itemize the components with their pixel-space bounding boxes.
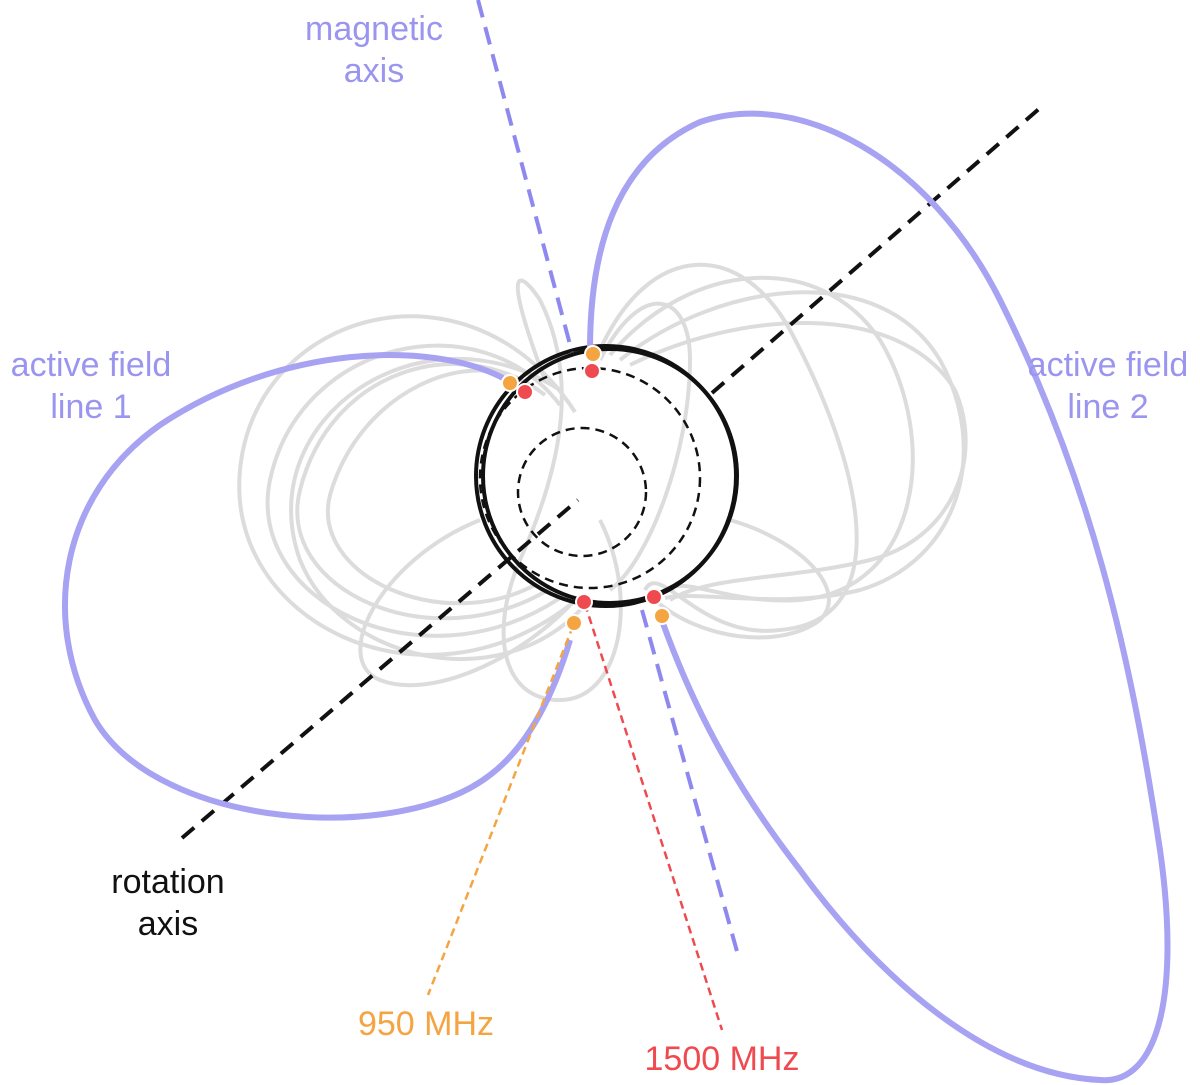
950mhz-label: 950 MHz xyxy=(358,1005,494,1043)
rotation-axis-label-line1: rotation xyxy=(111,863,224,901)
emission-point-1500-3 xyxy=(575,593,593,611)
magnetic-axis-label-line1: magnetic xyxy=(305,10,443,48)
active-field-line-1-label-line2: line 1 xyxy=(50,388,131,426)
emission-points xyxy=(501,345,671,632)
emission-point-950-2 xyxy=(584,345,602,363)
emission-point-950-1 xyxy=(501,374,519,392)
emission-point-1500-2 xyxy=(583,362,601,380)
magnetic-axis-label-line2: axis xyxy=(344,52,404,90)
active-field-line-2-label-line2: line 2 xyxy=(1067,388,1148,426)
emission-point-950-4 xyxy=(653,607,671,625)
950mhz-leader-line xyxy=(426,625,575,996)
background-field-lines xyxy=(237,263,968,703)
rotation-axis-line-upper xyxy=(710,106,1042,395)
active-field-line-1 xyxy=(62,352,573,821)
1500mhz-label: 1500 MHz xyxy=(645,1040,800,1078)
emission-point-1500-1 xyxy=(516,383,534,401)
emission-point-950-3 xyxy=(565,614,583,632)
active-field-line-2 xyxy=(587,110,1171,1084)
active-field-line-1-label-line1: active field xyxy=(11,346,172,384)
rotation-axis-line-lower xyxy=(180,498,580,840)
rotation-axis-label-line2: axis xyxy=(138,905,198,943)
magnetic-axis-line-upper xyxy=(476,0,574,353)
1500mhz-leader-line xyxy=(583,603,724,1031)
neutron-star xyxy=(474,344,739,608)
emission-point-1500-4 xyxy=(645,588,663,606)
active-field-line-2-label-line1: active field xyxy=(1028,346,1189,384)
magnetic-axis-line-lower xyxy=(640,609,740,956)
